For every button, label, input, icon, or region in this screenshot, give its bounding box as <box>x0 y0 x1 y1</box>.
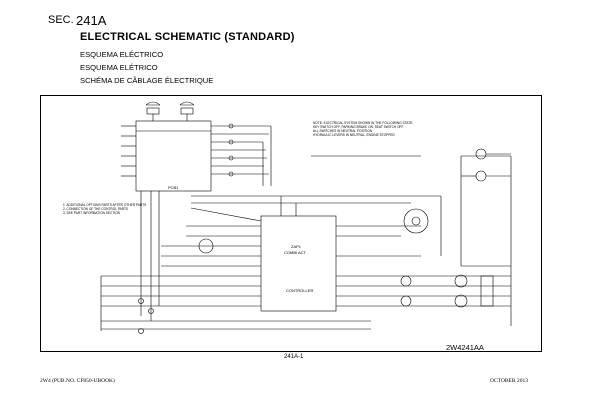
device-symbol-3 <box>454 274 468 288</box>
fan-motor-symbol <box>475 148 487 160</box>
motor-symbol-right <box>403 208 429 234</box>
drawing-reference-number: 2W4241AA <box>446 343 484 352</box>
connector-symbol-left <box>145 101 161 106</box>
section-number: 241A <box>76 13 107 28</box>
svg-text:2. CONNECTION OF THE CONTROL P: 2. CONNECTION OF THE CONTROL PARTS <box>63 207 128 211</box>
label-controller: CONTROLLER <box>286 288 313 293</box>
connector-symbol-right <box>179 101 195 106</box>
electrical-schematic-diagram: 1. ADDITIONAL OPTIONS PARTS AFTER OTHER … <box>63 101 512 334</box>
svg-text:HYDRAULIC LEVERS IN NEUTRAL, E: HYDRAULIC LEVERS IN NEUTRAL, ENGINE STOP… <box>313 133 395 137</box>
controller-box <box>260 215 337 312</box>
pcb1-terminal-block <box>135 120 212 192</box>
device-symbol-1 <box>400 275 412 287</box>
motor-symbol-left <box>198 238 214 254</box>
svg-text:3. SEE PART INFORMATION SECTIO: 3. SEE PART INFORMATION SECTION <box>63 211 121 215</box>
sheet-id: 241A-1 <box>284 354 304 360</box>
subtitle-spanish: ESQUEMA ELÉCTRICO <box>80 50 164 59</box>
svg-text:ALL SWITCHES IN NEUTRAL POSITI: ALL SWITCHES IN NEUTRAL POSITION <box>313 129 373 133</box>
fan-motor-symbol-2 <box>475 170 487 182</box>
label-pcb1: PCB1 <box>168 185 179 190</box>
label-zap1: ZAP1 <box>291 244 302 249</box>
footer-date: OCTOBER 2013 <box>490 378 528 384</box>
subtitle-french: SCHÉMA DE CÂBLAGE ÉLECTRIQUE <box>80 76 214 85</box>
svg-text:1. ADDITIONAL OPTIONS PARTS AF: 1. ADDITIONAL OPTIONS PARTS AFTER OTHER … <box>63 203 146 207</box>
device-symbol-4 <box>454 294 468 308</box>
svg-text:NOTE: ELECTRICAL SYSTEM SHOWN: NOTE: ELECTRICAL SYSTEM SHOWN IN THE FOL… <box>313 121 413 125</box>
svg-text:KEY SWITCH OFF, PARKING BRAKE: KEY SWITCH OFF, PARKING BRAKE ON, SEAT S… <box>313 125 403 129</box>
terminal-block-right <box>480 275 494 307</box>
device-symbol-2 <box>400 295 412 307</box>
page-title: ELECTRICAL SCHEMATIC (STANDARD) <box>80 31 295 43</box>
subtitle-portuguese: ESQUEMA ELÉTRICO <box>80 63 158 72</box>
schematic-frame: 1. ADDITIONAL OPTIONS PARTS AFTER OTHER … <box>40 95 542 352</box>
label-combi-act: COMBI ACT <box>284 250 307 255</box>
section-label: SEC. <box>48 14 74 26</box>
footer-publication-number: 2W4 (PUB.NO. CF850-UBOOK) <box>40 378 115 384</box>
